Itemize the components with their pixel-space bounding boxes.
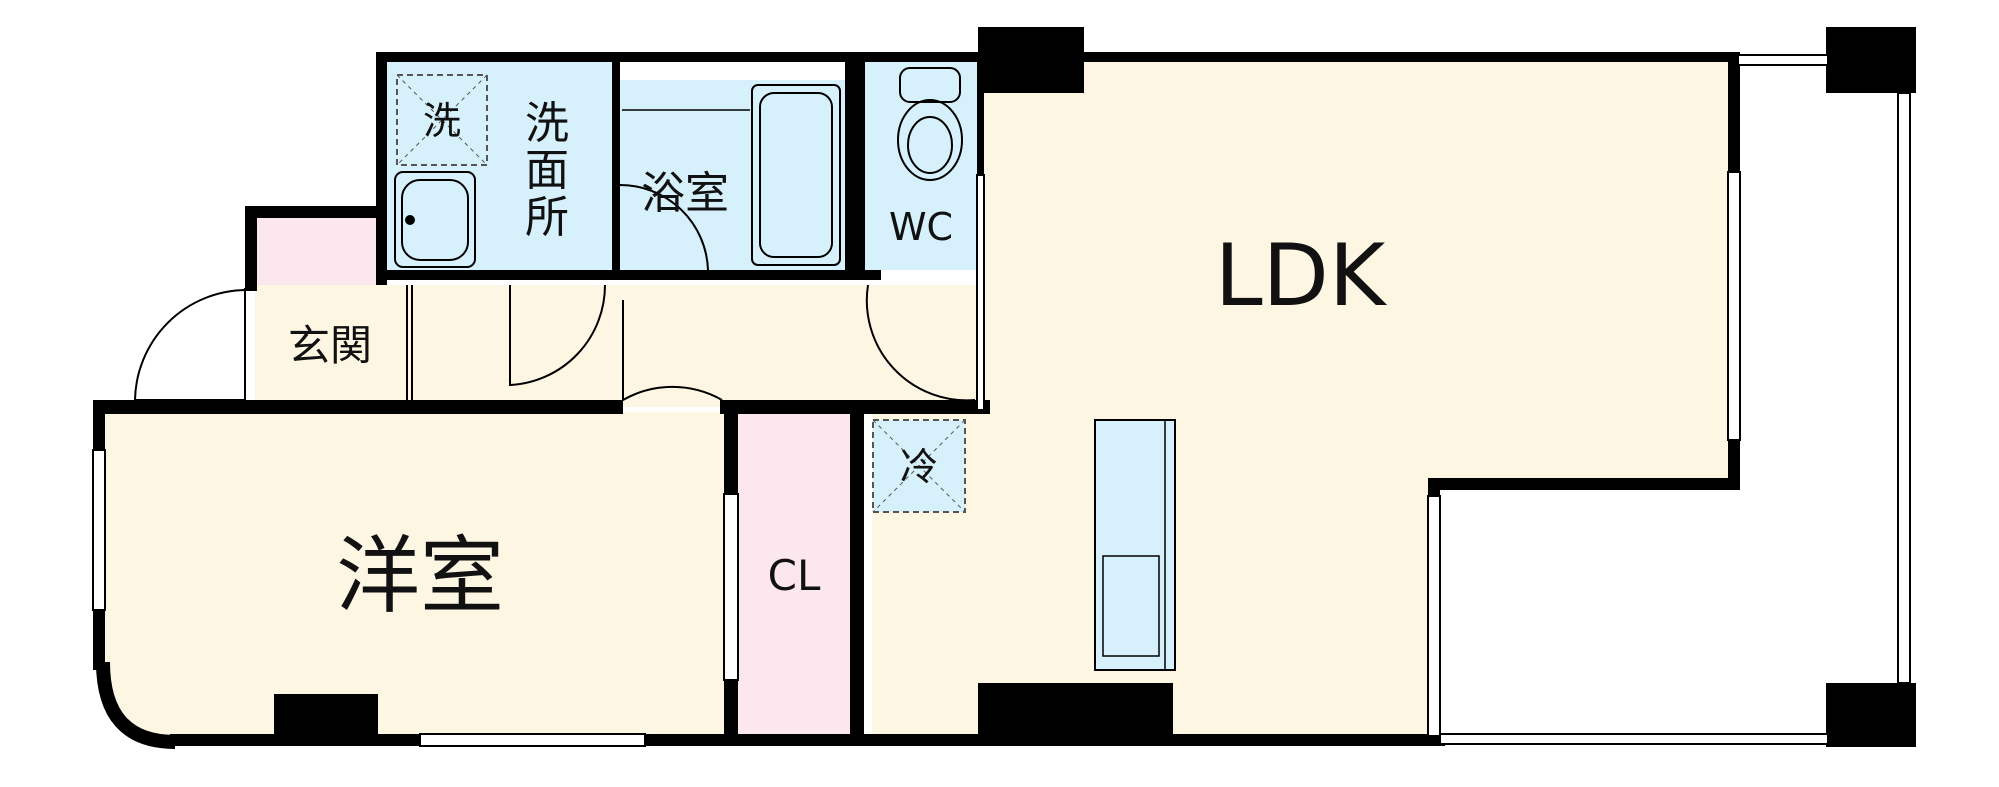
western-room-label: 洋室 [336,527,504,625]
washroom-label-line3: 所 [525,192,569,243]
washroom-label-line1: 洗 [525,98,569,149]
toilet-label: WC [889,205,953,249]
hallway-floor [412,285,982,407]
washroom-floor [387,62,612,270]
western-room-floor [103,412,730,738]
ldk-floor [872,58,1738,738]
closet-label: CL [768,551,821,600]
washroom-label-line2: 面 [525,145,569,196]
western-room-curved-wall [96,661,176,749]
closet-floor [738,412,850,738]
ldk-label: LDK [1215,226,1388,326]
bathroom-label: 浴室 [641,168,729,219]
shoe-storage-floor [255,218,377,285]
fridge-space-label: 冷 [900,445,938,489]
washer-space-label: 洗 [423,99,461,143]
kitchen-counter [1094,419,1176,671]
toilet-icon [897,67,963,181]
windows [92,54,1911,747]
bathroom-floor [620,80,845,270]
fridge-space [872,419,966,513]
walls [93,27,1916,747]
doors [134,184,976,402]
entrance-floor [255,285,412,407]
washbasin-icon [394,171,476,268]
washer-space [396,74,488,166]
bathtub-icon [751,84,841,266]
entrance-label: 玄関 [288,321,372,370]
